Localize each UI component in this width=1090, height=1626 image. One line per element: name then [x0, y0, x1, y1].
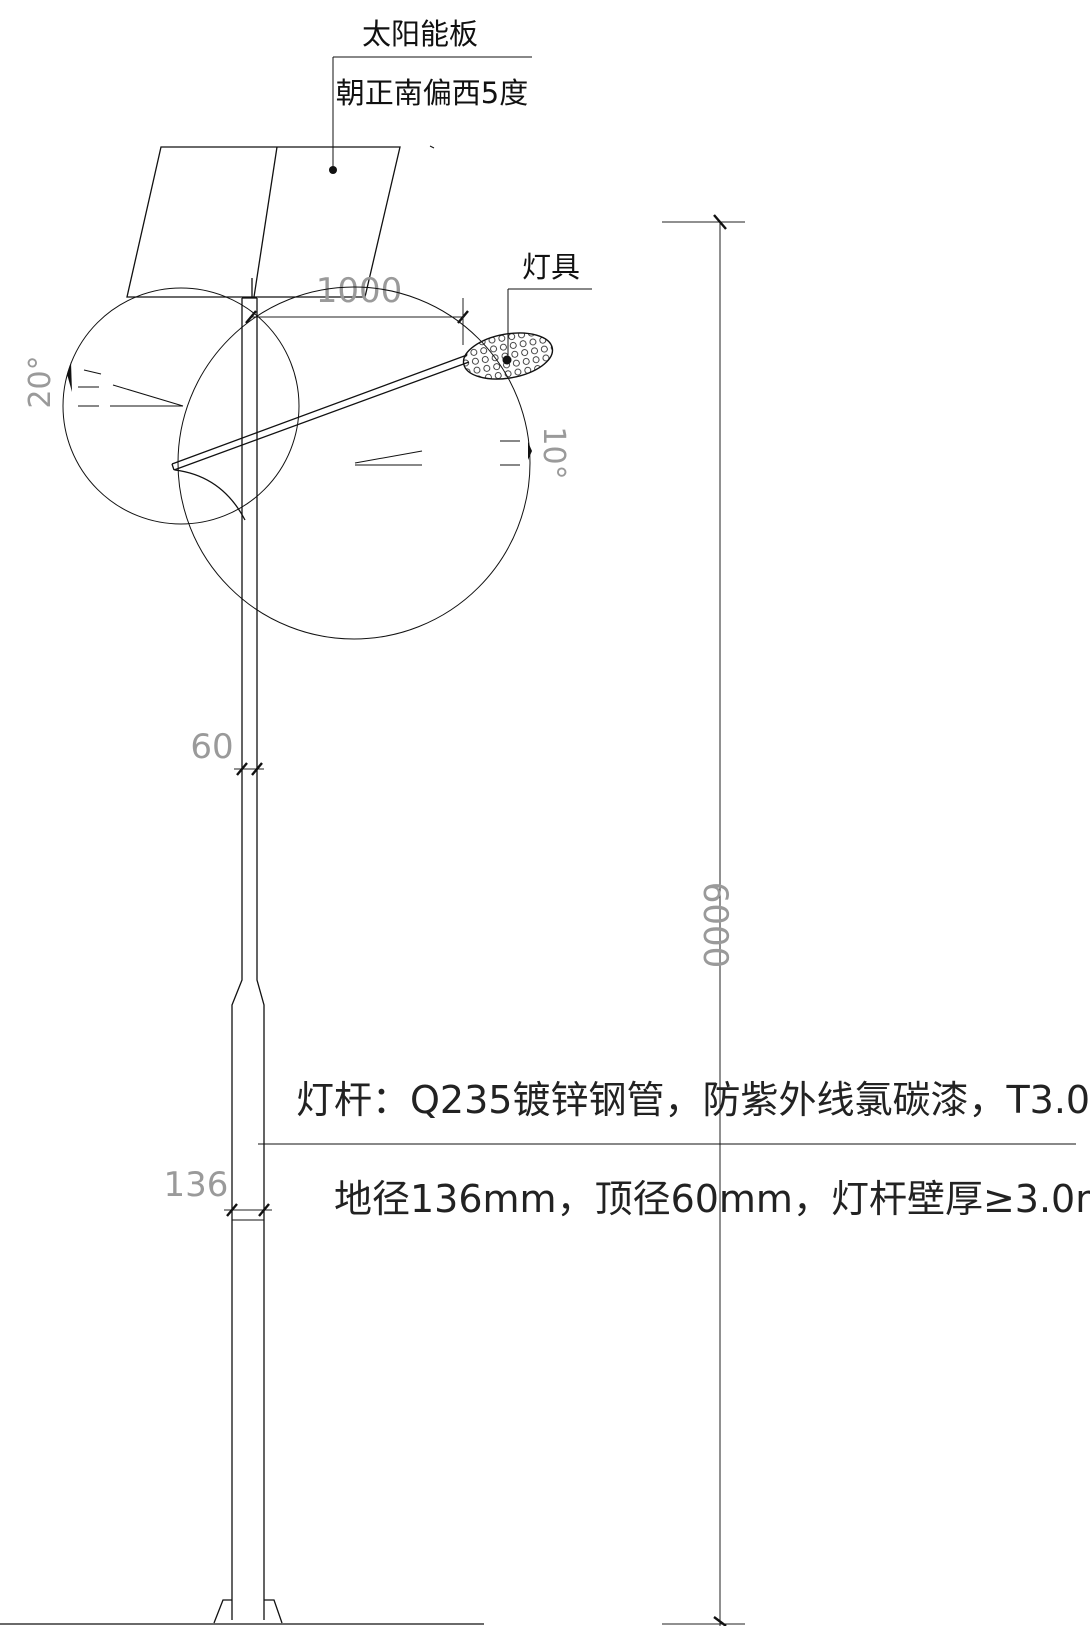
pole-specification-notes: 灯杆：Q235镀锌钢管，防紫外线氯碳漆，T3.0mm 地径136mm，顶径60m… — [258, 1078, 1090, 1221]
panel-tilt-arc-circle — [62, 287, 300, 525]
base-dim-tick-left — [226, 1203, 238, 1217]
top-diameter-value: 60 — [190, 727, 233, 767]
base-dim-tick-right — [258, 1203, 270, 1217]
lamp-arm-brace — [174, 469, 246, 521]
height-dim-tick-top — [713, 214, 727, 230]
solar-panel-orientation: 朝正南偏西5度 — [336, 76, 528, 110]
pole-right-edge — [256, 298, 265, 1620]
top-diameter-dimension: 60 — [190, 727, 264, 776]
solar-panel-callout: 太阳能板 朝正南偏西5度 — [329, 17, 532, 174]
panel-mount-stub — [429, 145, 435, 149]
arm-length-value: 1000 — [316, 271, 403, 311]
pole-height-value: 6000 — [695, 882, 735, 969]
pole-left-edge — [231, 298, 243, 1620]
solar-panel-divider — [253, 146, 278, 298]
spec-note-line-2: 地径136mm，顶径60mm，灯杆壁厚≥3.0mm — [334, 1177, 1090, 1221]
panel-tilt-angle: 20° — [23, 287, 300, 525]
height-dim-tick-bottom — [713, 1616, 727, 1626]
arm-tilt-arrow — [528, 442, 532, 460]
panel-tilt-arrow — [67, 362, 72, 392]
panel-tilt-value: 20° — [23, 355, 58, 408]
pole-height-dimension: 6000 — [662, 214, 745, 1626]
pole-base-flange — [213, 1599, 283, 1624]
top-dim-tick-left — [236, 762, 248, 776]
panel-tilt-ray — [112, 384, 184, 407]
callout-leader-dot — [329, 166, 337, 174]
base-diameter-value: 136 — [164, 1165, 229, 1205]
arm-tilt-value: 10° — [536, 426, 571, 479]
arm-tilt-angle: 10° — [177, 286, 571, 640]
lamp-arm-lower-edge — [173, 361, 470, 471]
lamp-head — [462, 332, 554, 380]
light-pole — [0, 278, 484, 1625]
panel-tilt-dash-1 — [83, 369, 102, 375]
lamp-arm-upper-edge — [171, 354, 468, 465]
solar-panel-outline — [126, 146, 401, 298]
spec-note-line-1: 灯杆：Q235镀锌钢管，防紫外线氯碳漆，T3.0mm — [296, 1078, 1090, 1122]
lamp-head-center-dot — [502, 355, 512, 365]
arm-length-dimension: 1000 — [245, 271, 469, 345]
solar-panel-title: 太阳能板 — [362, 17, 478, 51]
arm-tilt-arc-circle — [177, 286, 531, 640]
top-dim-tick-right — [251, 762, 263, 776]
lamp-arm — [171, 354, 470, 521]
lamp-arm-end-cap — [171, 463, 175, 471]
arm-tilt-ray — [354, 450, 423, 464]
base-diameter-dimension: 136 — [164, 1165, 272, 1217]
lamp-label: 灯具 — [522, 250, 580, 284]
solar-panel — [126, 145, 435, 298]
